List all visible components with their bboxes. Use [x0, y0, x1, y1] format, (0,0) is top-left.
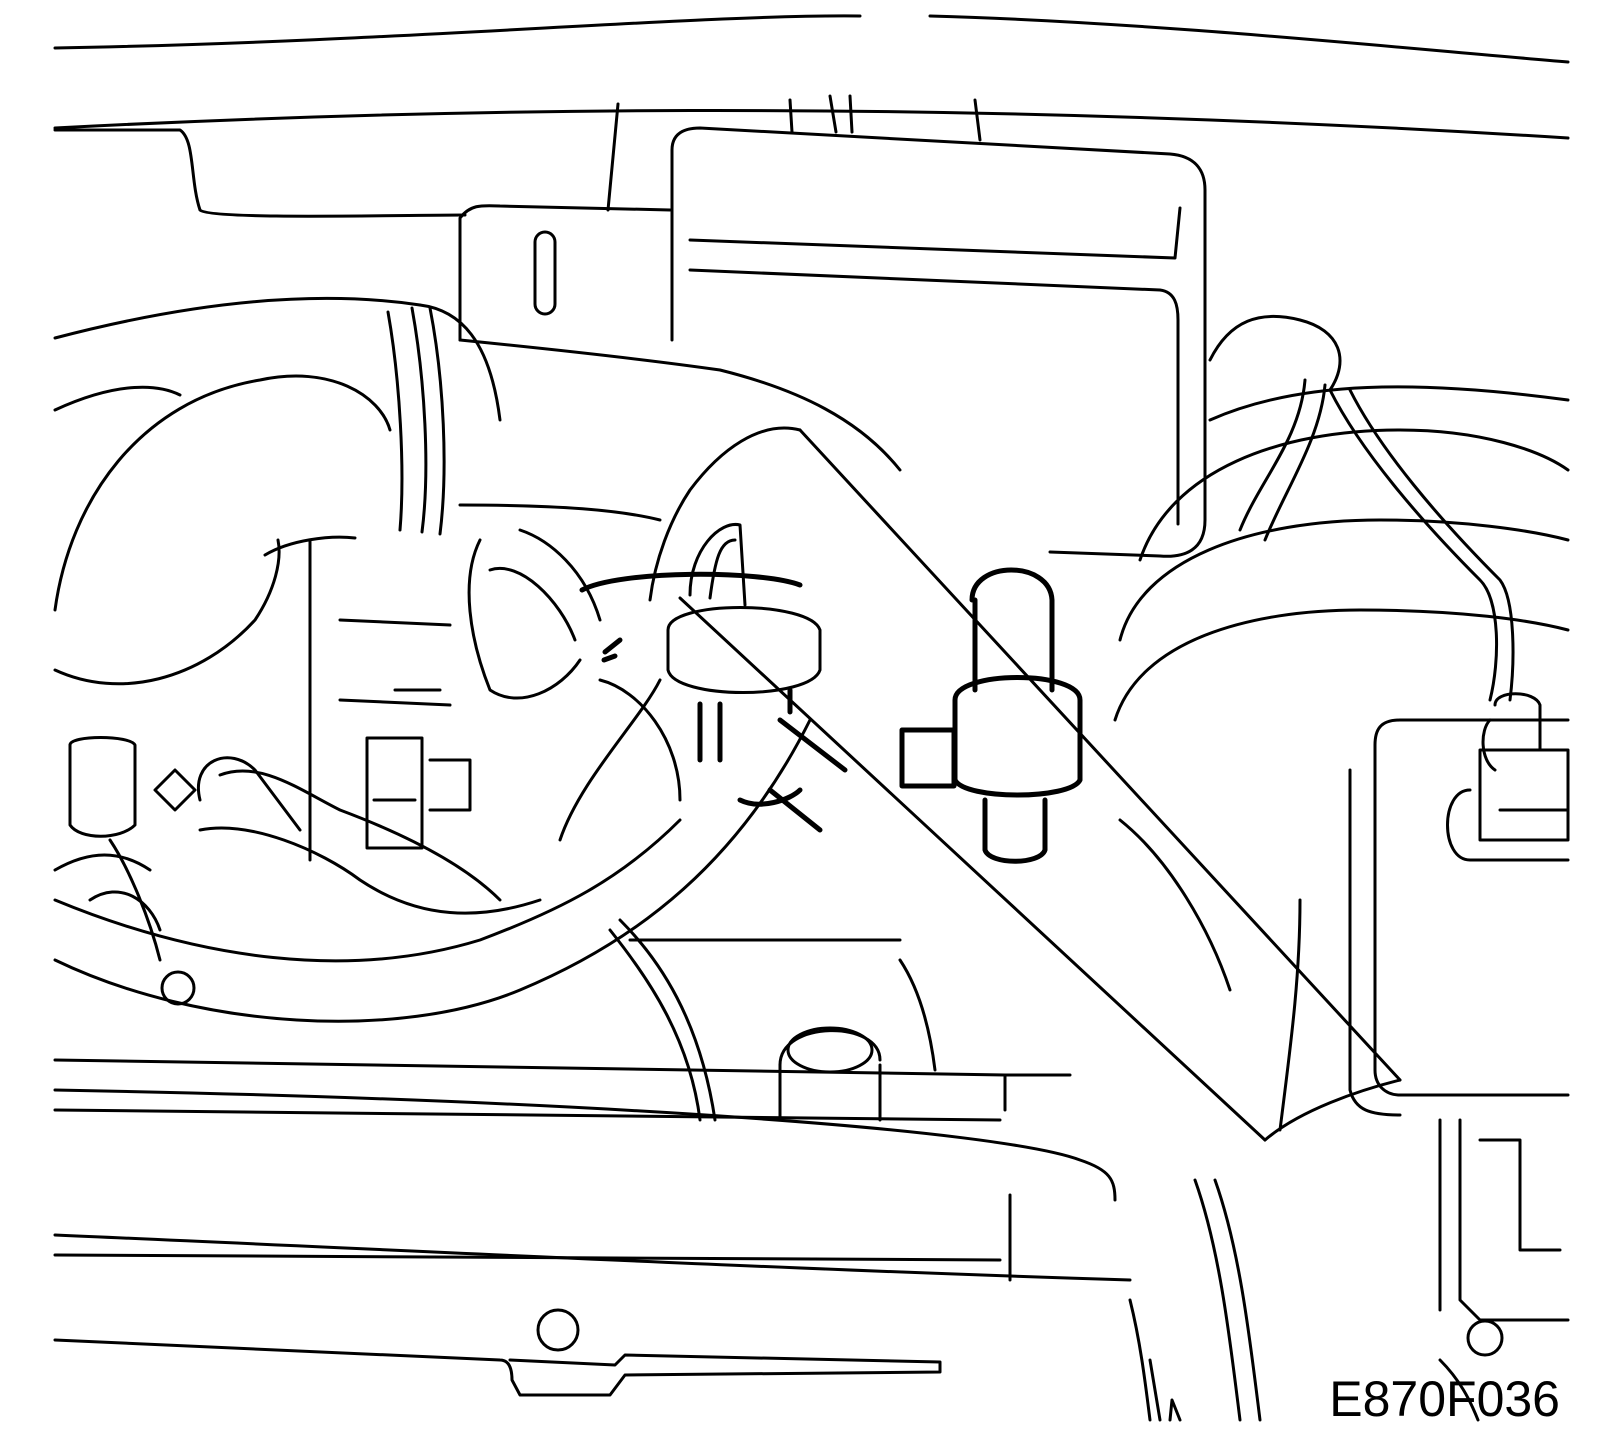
lower-bracket: [53, 1178, 1262, 1422]
bracket-with-slot: [458, 94, 982, 342]
figure-code: E870F036: [1329, 1371, 1560, 1427]
wiring-harness: [53, 528, 812, 1023]
tool-rod: [648, 426, 1402, 1142]
pressure-sensor: [899, 567, 1083, 864]
brake-booster: [1113, 314, 1570, 1132]
right-hose: [1238, 378, 1327, 542]
intake-duct: [53, 296, 902, 686]
valve-cover: [53, 918, 1132, 1282]
left-components: [53, 736, 302, 1006]
relay-box: [670, 126, 1207, 558]
master-cylinder: [1348, 692, 1570, 1422]
vacuum-valve: [579, 522, 848, 833]
hood-edges: [53, 14, 1570, 218]
